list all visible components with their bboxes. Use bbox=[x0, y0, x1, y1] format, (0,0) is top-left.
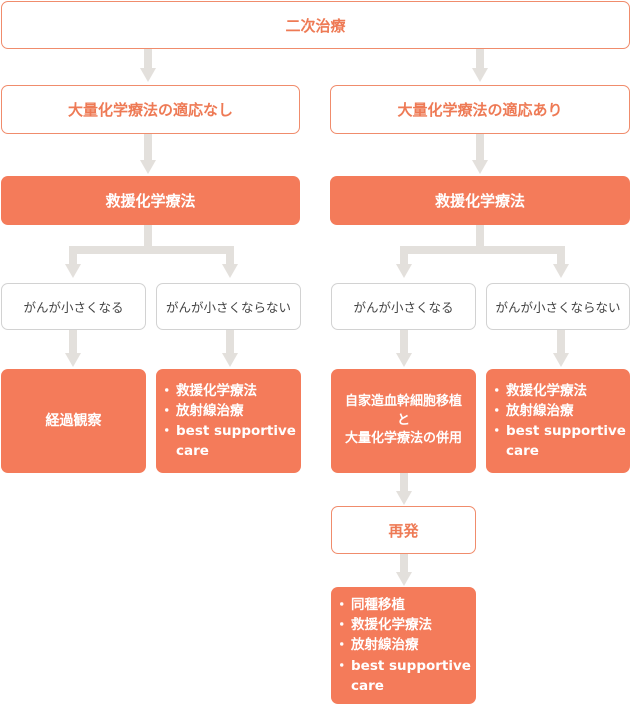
right-shrink-node: がんが小さくなる bbox=[331, 283, 476, 330]
list-item: 救援化学療法 bbox=[335, 615, 476, 636]
left-salvage-chemo-node: 救援化学療法 bbox=[1, 176, 300, 225]
left-no-shrink-options-node: 救援化学療法 放射線治療 best supportive care bbox=[156, 369, 301, 473]
right-no-shrink-label: がんが小さくならない bbox=[495, 300, 621, 315]
second-line-treatment-node: 二次治療 bbox=[1, 1, 630, 49]
right-no-shrink-options-list: 救援化学療法 放射線治療 best supportive care bbox=[490, 381, 630, 462]
relapse-node: 再発 bbox=[331, 506, 476, 554]
right-no-shrink-options-node: 救援化学療法 放射線治療 best supportive care bbox=[486, 369, 630, 473]
left-salvage-chemo-label: 救援化学療法 bbox=[105, 192, 196, 210]
asct-line-2: と bbox=[396, 412, 410, 428]
not-eligible-high-dose-label: 大量化学療法の適応なし bbox=[67, 101, 233, 119]
list-item: best supportive care bbox=[160, 421, 301, 462]
relapse-options-node: 同種移植 救援化学療法 放射線治療 best supportive care bbox=[331, 587, 476, 704]
relapse-options-list: 同種移植 救援化学療法 放射線治療 best supportive care bbox=[335, 595, 476, 697]
right-salvage-chemo-label: 救援化学療法 bbox=[434, 192, 525, 210]
list-item: 放射線治療 bbox=[160, 401, 301, 422]
second-line-treatment-label: 二次治療 bbox=[285, 16, 346, 35]
left-no-shrink-label: がんが小さくならない bbox=[165, 300, 291, 315]
left-no-shrink-options-list: 救援化学療法 放射線治療 best supportive care bbox=[160, 381, 301, 462]
asct-line-1: 自家造血幹細胞移植 bbox=[344, 393, 462, 409]
right-salvage-chemo-node: 救援化学療法 bbox=[330, 176, 630, 225]
left-shrink-label: がんが小さくなる bbox=[23, 300, 124, 315]
left-no-shrink-node: がんが小さくならない bbox=[156, 283, 301, 330]
left-shrink-node: がんが小さくなる bbox=[1, 283, 146, 330]
eligible-high-dose-label: 大量化学療法の適応あり bbox=[397, 101, 563, 119]
list-item: 放射線治療 bbox=[490, 401, 630, 422]
list-item: 同種移植 bbox=[335, 595, 476, 616]
list-item: best supportive care bbox=[490, 421, 630, 462]
list-item: best supportive care bbox=[335, 656, 476, 697]
right-shrink-label: がんが小さくなる bbox=[353, 300, 454, 315]
asct-line-3: 大量化学療法の併用 bbox=[344, 431, 462, 447]
observation-label: 経過観察 bbox=[45, 412, 102, 429]
list-item: 放射線治療 bbox=[335, 635, 476, 656]
observation-node: 経過観察 bbox=[1, 369, 146, 473]
asct-node: 自家造血幹細胞移植 と 大量化学療法の併用 bbox=[331, 369, 476, 473]
not-eligible-high-dose-node: 大量化学療法の適応なし bbox=[1, 85, 300, 134]
relapse-label: 再発 bbox=[388, 521, 419, 540]
eligible-high-dose-node: 大量化学療法の適応あり bbox=[330, 85, 630, 134]
right-no-shrink-node: がんが小さくならない bbox=[486, 283, 630, 330]
list-item: 救援化学療法 bbox=[160, 381, 301, 402]
list-item: 救援化学療法 bbox=[490, 381, 630, 402]
